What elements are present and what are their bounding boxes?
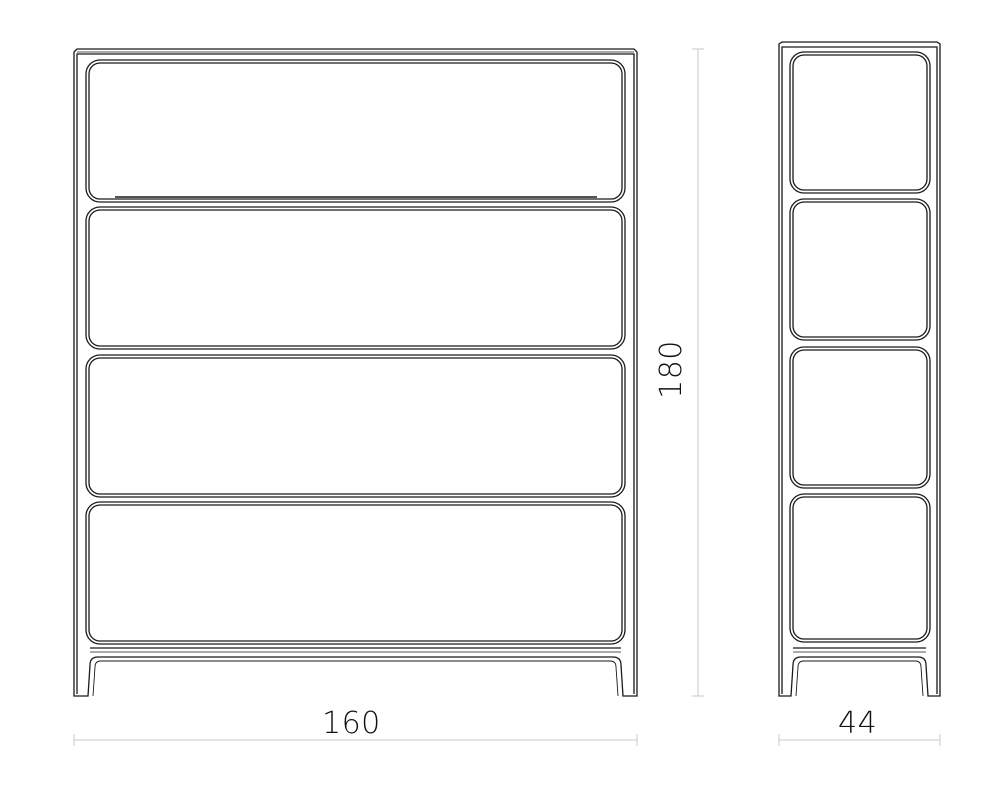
front-view — [73, 48, 638, 697]
front-shelf-1 — [85, 59, 626, 203]
front-frame-inner — [76, 53, 635, 694]
depth-dimension-label: 44 — [838, 706, 878, 741]
side-frame-inner — [781, 46, 938, 694]
height-dimension-label: 180 — [653, 340, 689, 399]
width-dimension-label: 160 — [322, 706, 381, 741]
front-frame-outline — [73, 48, 638, 697]
height-dimension-line — [692, 48, 704, 697]
side-shelf-2 — [789, 198, 931, 341]
front-shelf-3 — [85, 354, 626, 498]
front-shelf-2 — [85, 206, 626, 350]
depth-dimension-line — [778, 734, 941, 746]
side-shelf-1 — [789, 51, 931, 194]
front-shelf-4 — [85, 501, 626, 645]
side-view — [778, 41, 941, 697]
side-frame-outline — [778, 41, 941, 697]
width-dimension-line — [73, 734, 638, 746]
side-shelf-3 — [789, 346, 931, 489]
side-shelf-4 — [789, 493, 931, 643]
